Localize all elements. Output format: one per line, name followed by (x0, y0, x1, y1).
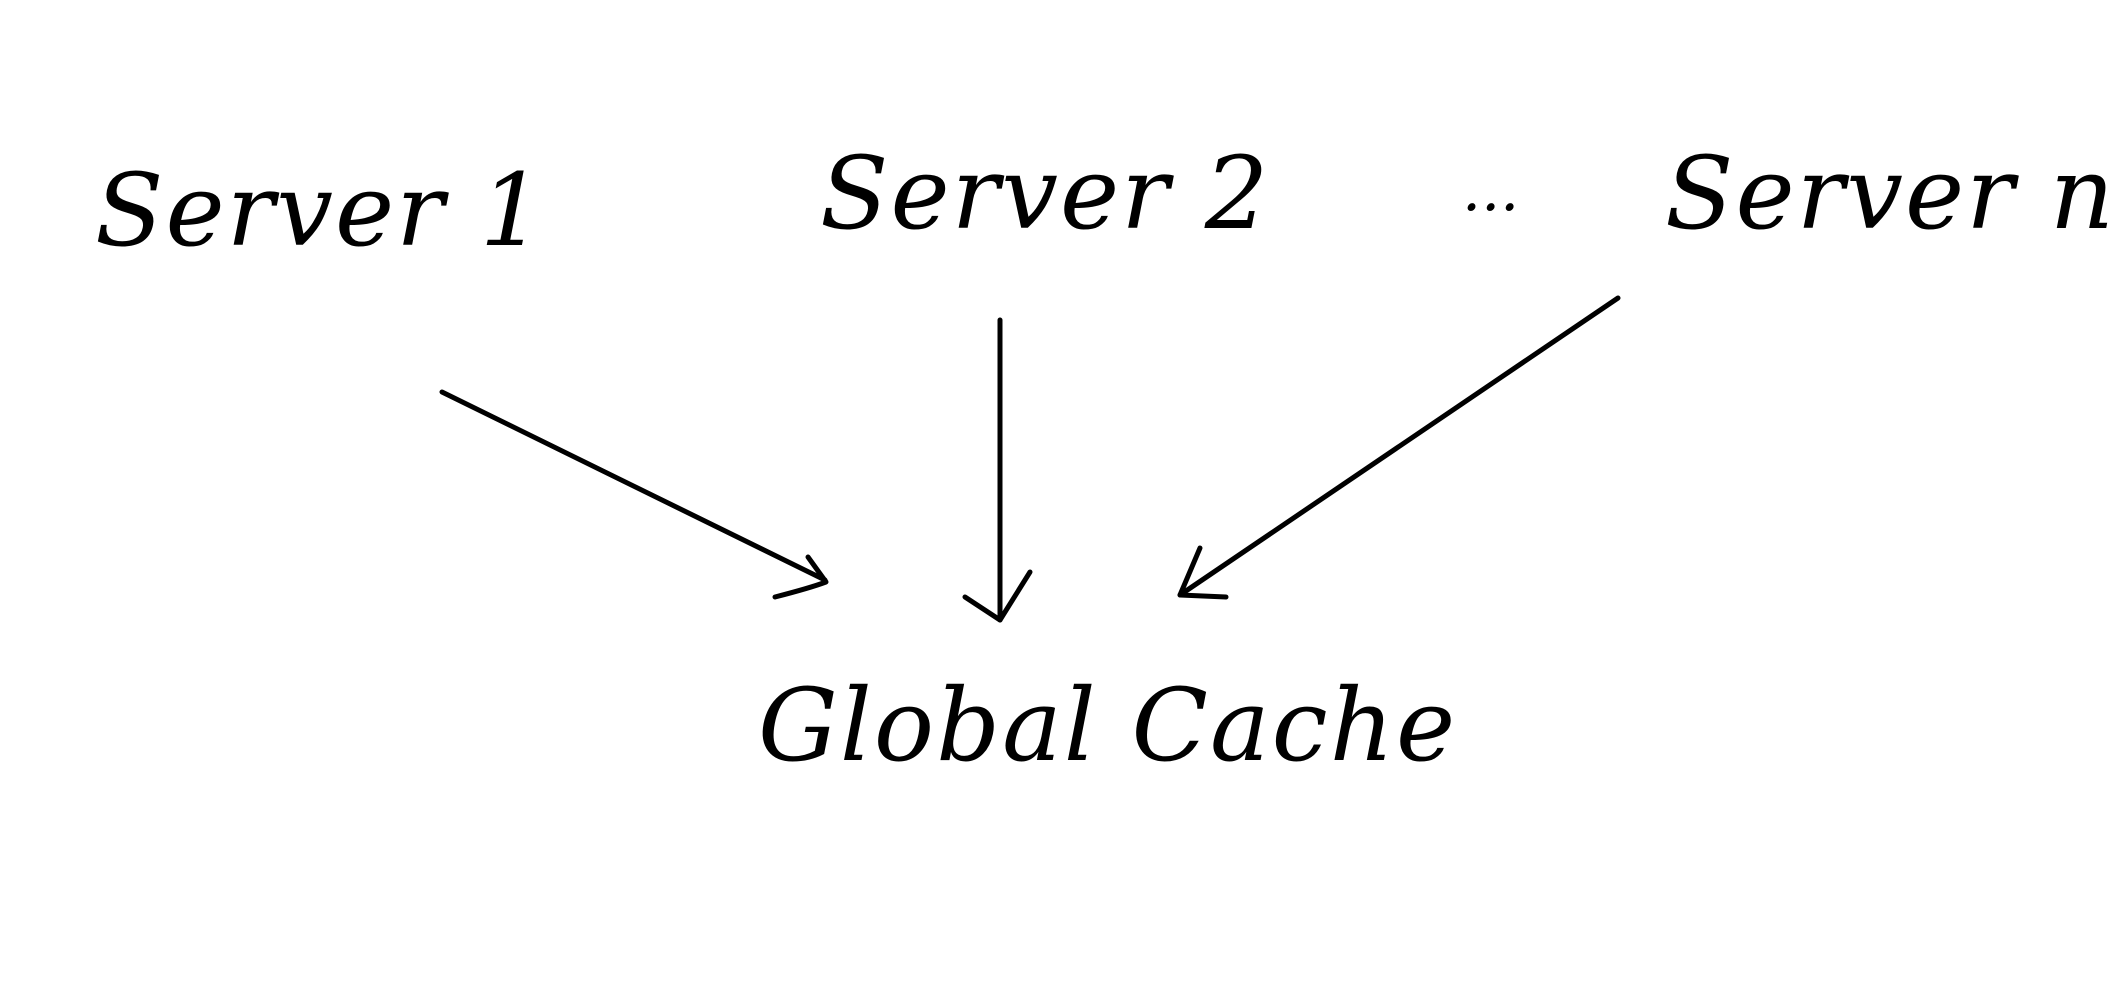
edge-server-n-to-cache (1177, 295, 1621, 600)
edge-line (439, 389, 828, 583)
server-2-label: Server 2 (820, 135, 1270, 252)
ellipsis-label: ... (1462, 155, 1519, 225)
arrow-head (1177, 545, 1229, 600)
server-1-label: Server 1 (95, 152, 545, 269)
global-cache-label: Global Cache (758, 667, 1457, 784)
edge-line (1177, 295, 1621, 598)
arrow-head (772, 554, 829, 600)
arrow-head (962, 569, 1033, 623)
edge-server-1-to-cache (439, 389, 829, 600)
edge-server-2-to-cache (962, 317, 1033, 623)
server-n-label: Server n (1665, 135, 2115, 252)
